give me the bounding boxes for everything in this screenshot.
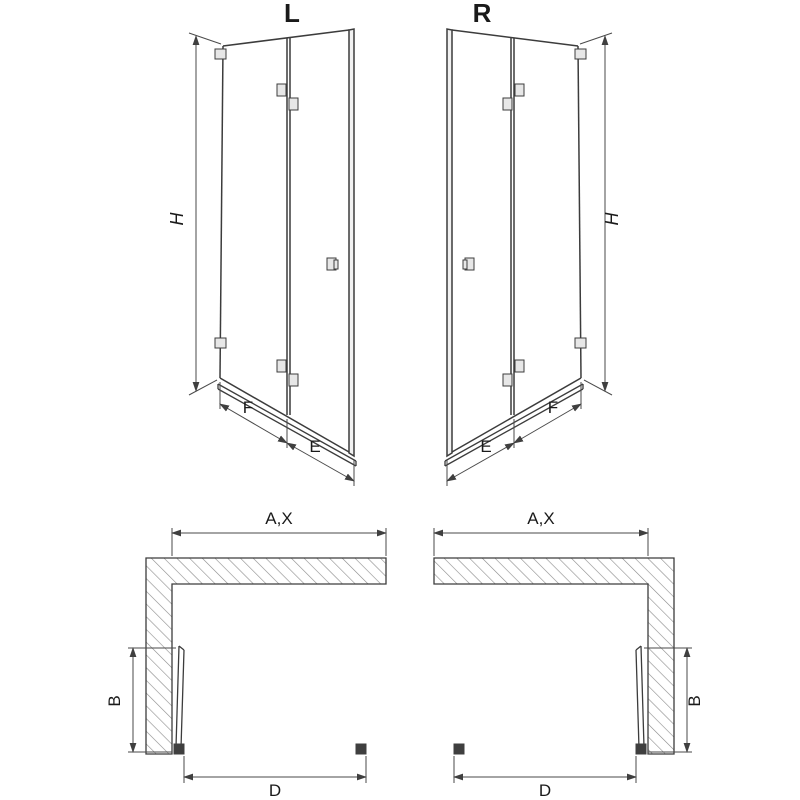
variant-left-label: L	[284, 0, 300, 28]
hinge-icon	[574, 48, 587, 60]
hinge-icon	[514, 359, 525, 373]
fold-depth-label: B	[685, 695, 704, 706]
wall-section-hatched	[145, 557, 387, 755]
hinge-icon	[288, 97, 299, 111]
folded-door-plan-left	[175, 645, 185, 749]
door-profile-block	[173, 743, 185, 755]
hinge-icon	[214, 337, 227, 349]
total-width-label: A,X	[265, 509, 292, 528]
plan-right-view: A,X B D	[433, 509, 704, 800]
entry-width-dimension-right: D	[453, 756, 637, 800]
height-label: H	[167, 212, 187, 226]
door-outline-right	[446, 28, 582, 458]
hinge-icon	[574, 337, 587, 349]
handle-icon-left	[326, 257, 339, 271]
door-outline-left	[219, 28, 355, 458]
width-dimensions-right: F E	[446, 382, 582, 486]
elevation-left-view: L	[167, 0, 357, 486]
total-width-dimension-left: A,X	[171, 509, 387, 556]
door-profile-block	[635, 743, 647, 755]
hinge-icon	[514, 83, 525, 97]
hinges-left	[214, 48, 299, 387]
wall-profile-bar	[348, 28, 355, 458]
width-dimensions-left: F E	[219, 382, 355, 486]
elevation-right-view: R	[444, 0, 622, 486]
fold-depth-label: B	[105, 695, 124, 706]
hinge-icon	[502, 97, 513, 111]
variant-right-label: R	[473, 0, 492, 28]
total-width-dimension-right: A,X	[433, 509, 649, 556]
folded-door-plan-right	[635, 645, 645, 749]
height-dimension-left: H	[167, 32, 222, 396]
hinge-icon	[276, 83, 287, 97]
entry-width-label: D	[269, 781, 281, 800]
hinge-icon	[502, 373, 513, 387]
height-label: H	[602, 212, 622, 226]
fold-panel-width-label: F	[548, 398, 558, 417]
hinges-right	[502, 48, 587, 387]
fold-depth-dimension-left: B	[105, 647, 176, 753]
entry-width-dimension-left: D	[183, 756, 367, 800]
hinge-icon	[214, 48, 227, 60]
hinge-icon	[276, 359, 287, 373]
total-width-label: A,X	[527, 509, 554, 528]
plan-left-view: A,X B D	[105, 509, 387, 800]
height-dimension-right: H	[579, 32, 622, 396]
wall-profile-block	[453, 743, 465, 755]
fold-depth-dimension-right: B	[644, 647, 704, 753]
wall-profile-block	[355, 743, 367, 755]
pivot-panel-width-label: E	[480, 437, 491, 456]
handle-icon-right	[462, 257, 475, 271]
entry-width-label: D	[539, 781, 551, 800]
hinge-icon	[288, 373, 299, 387]
wall-section-hatched	[433, 557, 675, 755]
fold-panel-width-label: F	[243, 398, 253, 417]
pivot-panel-width-label: E	[309, 437, 320, 456]
wall-profile-bar	[446, 28, 453, 458]
